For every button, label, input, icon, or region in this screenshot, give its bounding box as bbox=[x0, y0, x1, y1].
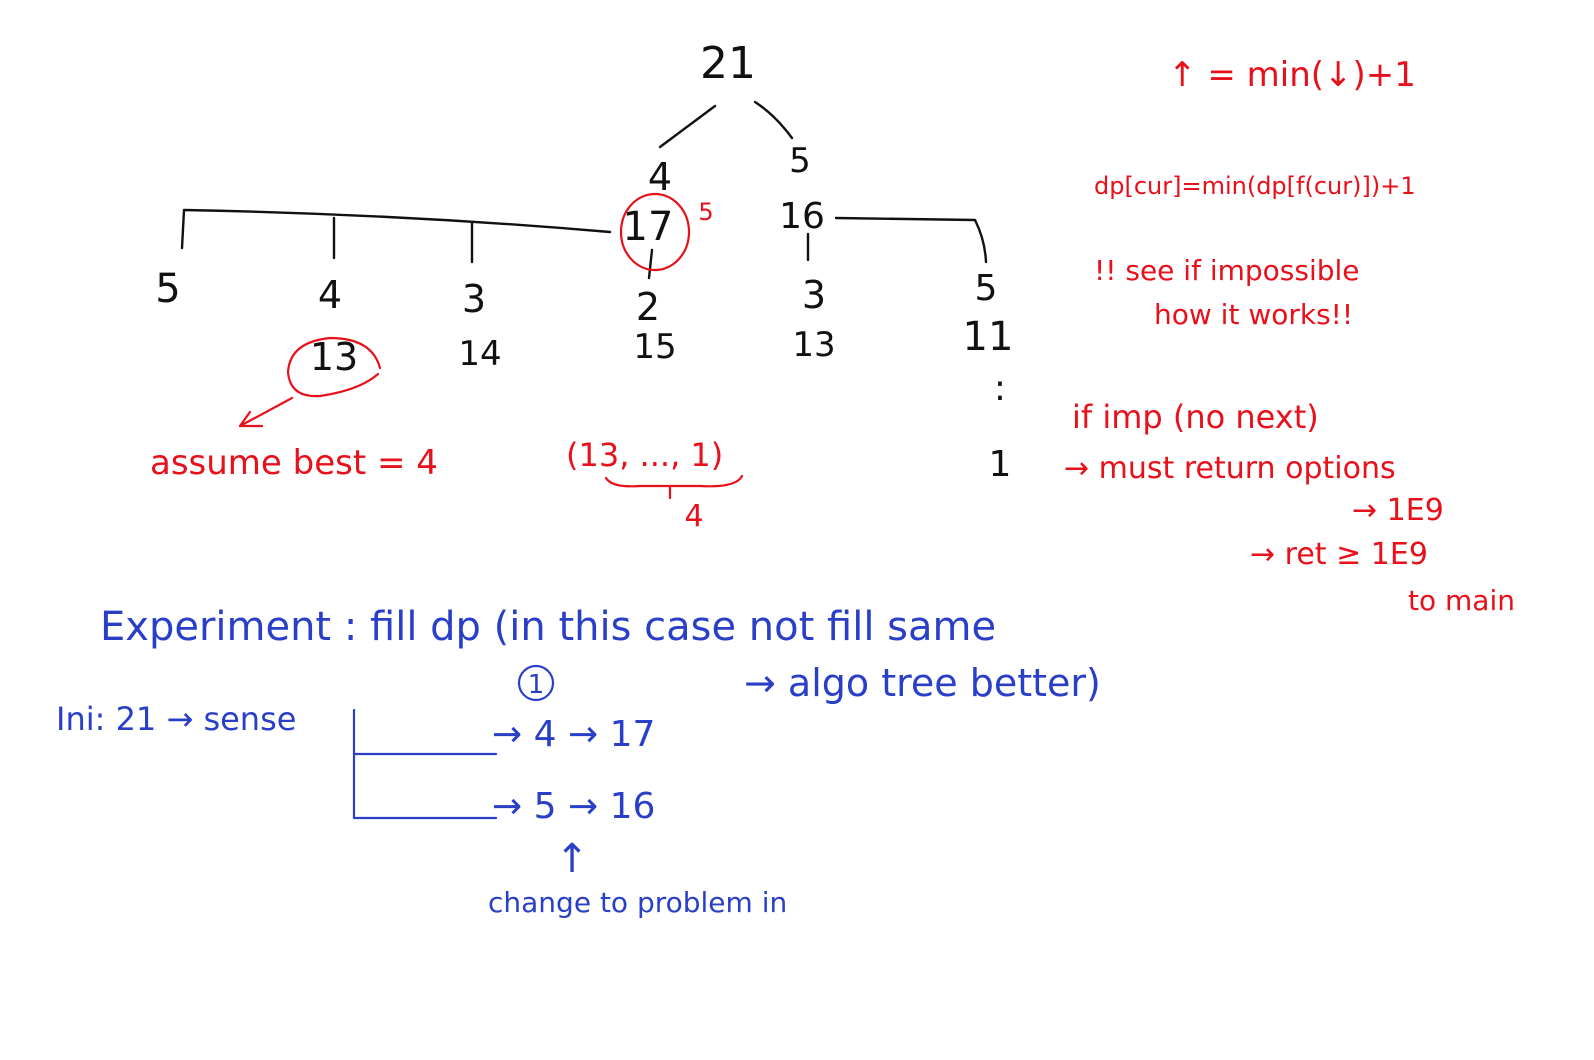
value-13b: 13 bbox=[792, 325, 835, 365]
edge-root-right bbox=[753, 100, 794, 140]
edge-17-left-bar bbox=[180, 208, 612, 250]
node-4: 4 bbox=[648, 155, 672, 199]
if-impossible: if imp (no next) bbox=[1072, 398, 1319, 436]
blue-annotations: Experiment : fill dp (in this case not f… bbox=[56, 604, 1101, 919]
value-14: 14 bbox=[458, 334, 501, 374]
ini-line: Ini: 21 → sense bbox=[56, 700, 296, 738]
value-15: 15 bbox=[633, 327, 676, 367]
circle-13 bbox=[286, 336, 382, 398]
must-return: → must return options bbox=[1064, 451, 1396, 486]
tuple-label: (13, ..., 1) bbox=[566, 436, 723, 474]
branch-5-label: 5 bbox=[698, 198, 713, 226]
row-5-16: → 5 → 16 bbox=[492, 786, 655, 827]
circled-one: 1 bbox=[528, 670, 545, 700]
tree-nodes: 21 4 5 17 16 5 4 3 2 3 5 13 14 15 13 11 … bbox=[155, 38, 1013, 485]
tree-edges bbox=[180, 100, 988, 280]
one-e9: → 1E9 bbox=[1352, 493, 1444, 528]
value-13: 13 bbox=[310, 335, 358, 379]
edge-root-left bbox=[658, 104, 717, 149]
change-line: change to problem in bbox=[488, 886, 787, 919]
arrow-up: ↑ bbox=[555, 836, 589, 882]
warning-line-1: !! see if impossible bbox=[1094, 254, 1360, 287]
tuple-four: 4 bbox=[684, 499, 703, 534]
ret-ge-1e9: → ret ≥ 1E9 bbox=[1250, 537, 1428, 572]
warning-line-2: how it works!! bbox=[1154, 298, 1353, 331]
edge-16-to-5 bbox=[834, 216, 988, 264]
arrow-13-to-assume bbox=[238, 396, 294, 428]
edge-17-to-2 bbox=[647, 248, 654, 280]
leaf-2: 2 bbox=[636, 285, 660, 329]
assume-best: assume best = 4 bbox=[150, 443, 438, 483]
node-root: 21 bbox=[700, 38, 756, 89]
arrow-head-assume bbox=[238, 410, 264, 428]
red-annotations: 5 ↑ = min(↓)+1 dp[cur]=min(dp[f(cur)])+1… bbox=[150, 55, 1515, 617]
leaf-3: 3 bbox=[462, 277, 486, 321]
to-main: to main bbox=[1408, 584, 1515, 617]
row-4-17: → 4 → 17 bbox=[492, 714, 655, 755]
node-5: 5 bbox=[789, 141, 811, 181]
bracket-tuple bbox=[604, 474, 744, 500]
value-dots: : bbox=[994, 368, 1006, 409]
leaf-5b: 5 bbox=[975, 268, 998, 309]
node-16: 16 bbox=[779, 196, 825, 237]
formula-line-2: dp[cur]=min(dp[f(cur)])+1 bbox=[1094, 172, 1416, 200]
node-17: 17 bbox=[623, 204, 674, 250]
experiment-line: Experiment : fill dp (in this case not f… bbox=[100, 604, 996, 650]
algo-line: → algo tree better) bbox=[744, 661, 1101, 705]
circle-one bbox=[517, 664, 555, 702]
leaf-3b: 3 bbox=[802, 273, 826, 317]
leaf-4: 4 bbox=[318, 273, 342, 317]
value-1: 1 bbox=[989, 444, 1012, 485]
value-11: 11 bbox=[963, 314, 1014, 360]
leaf-5: 5 bbox=[155, 266, 180, 312]
circle-17 bbox=[619, 192, 691, 272]
ini-bracket bbox=[352, 708, 498, 820]
formula-line-1: ↑ = min(↓)+1 bbox=[1168, 55, 1416, 95]
